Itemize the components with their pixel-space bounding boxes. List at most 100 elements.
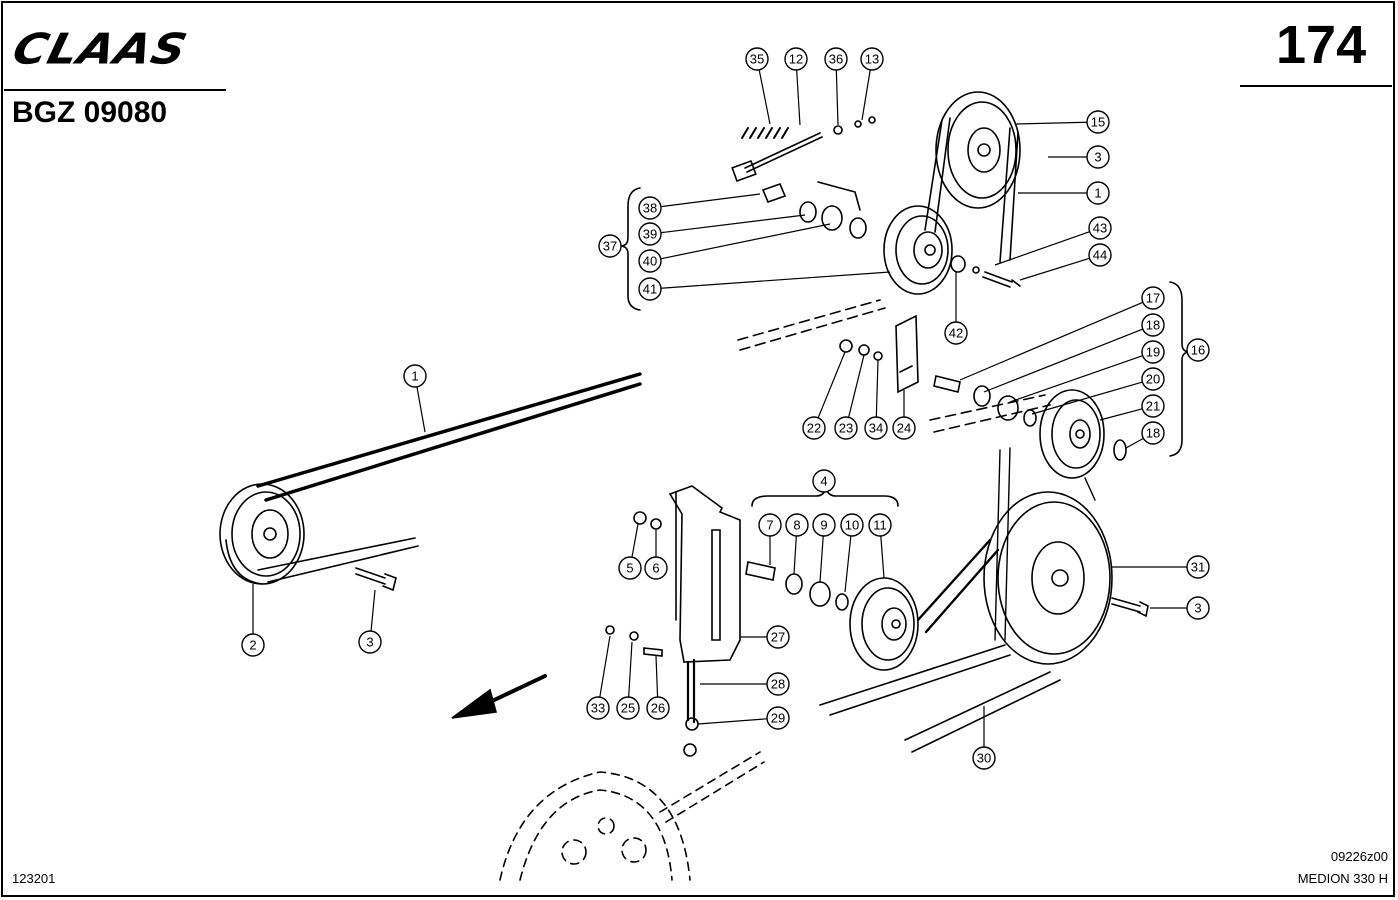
callout-34: 34 <box>864 359 888 440</box>
callout-41: 41 <box>638 271 891 301</box>
callout-leader <box>861 69 871 121</box>
callout-label: 30 <box>977 751 991 766</box>
belt-long-lower <box>257 537 419 583</box>
callout-circle <box>834 416 858 440</box>
callout-31: 31 <box>1112 555 1210 579</box>
pulley-upper <box>935 91 1021 209</box>
callout-circle <box>638 222 662 246</box>
direction-arrow <box>488 674 547 704</box>
callout-circle <box>358 630 382 654</box>
callout-circle <box>766 706 790 730</box>
header-rule-left <box>4 89 226 91</box>
callout-label: 19 <box>1146 345 1160 360</box>
callout-leader <box>1125 437 1144 449</box>
callout-circle <box>745 47 769 71</box>
callout-13: 13 <box>860 47 884 121</box>
callout-label: 42 <box>949 326 963 341</box>
callout-17: 17 <box>959 286 1165 381</box>
callout-circle <box>892 416 916 440</box>
callout-leader <box>1019 257 1090 281</box>
callout-label: 2 <box>249 638 256 653</box>
callout-27: 27 <box>740 625 790 649</box>
callout-circle <box>638 196 662 220</box>
callout-label: 26 <box>651 701 665 716</box>
callout-9: 9 <box>812 513 836 583</box>
callout-circle <box>812 469 836 493</box>
callout-7: 7 <box>758 513 782 565</box>
footer-left-code: 123201 <box>12 871 56 886</box>
callout-circle <box>1141 394 1165 418</box>
callout-43: 43 <box>994 216 1112 266</box>
callout-label: 18 <box>1146 426 1160 441</box>
callout-leader <box>1099 408 1143 421</box>
callout-label: 36 <box>829 52 843 67</box>
callout-28: 28 <box>700 672 790 696</box>
callout-circle <box>1186 555 1210 579</box>
callout-3: 3 <box>1150 596 1210 620</box>
callout-circle <box>812 513 836 537</box>
callout-label: 3 <box>366 635 373 650</box>
callout-circle <box>944 321 968 345</box>
callout-label: 9 <box>820 518 827 533</box>
callout-circle <box>824 47 848 71</box>
callout-15: 15 <box>1014 110 1110 134</box>
callout-leader <box>983 328 1143 393</box>
callout-circle <box>1186 596 1210 620</box>
callout-circle <box>1186 338 1210 362</box>
pulley-middle-right <box>1039 389 1105 479</box>
brace-16 <box>1169 281 1191 457</box>
callout-leader <box>758 69 771 125</box>
callout-leader <box>660 214 806 234</box>
callout-leader <box>1009 355 1143 403</box>
pulley-tensioner-upper <box>883 205 953 295</box>
callout-label: 3 <box>1094 150 1101 165</box>
callout-leader <box>994 231 1090 266</box>
callout-30: 30 <box>972 706 996 770</box>
callout-label: 27 <box>771 630 785 645</box>
callout-11: 11 <box>868 513 892 579</box>
callout-circle <box>1141 421 1165 445</box>
callout-24: 24 <box>892 390 916 440</box>
callout-10: 10 <box>840 513 864 593</box>
callout-leader <box>1031 381 1143 415</box>
callout-5: 5 <box>618 523 642 580</box>
callout-circle <box>1141 367 1165 391</box>
callout-21: 21 <box>1099 394 1165 421</box>
callout-circle <box>1086 145 1110 169</box>
callout-label: 17 <box>1146 291 1160 306</box>
callout-circle <box>802 416 826 440</box>
callout-circle <box>586 696 610 720</box>
callout-label: 1 <box>411 369 418 384</box>
belt-upper <box>924 117 1019 263</box>
callout-16: 16 <box>1186 338 1210 362</box>
callout-2: 2 <box>241 584 265 657</box>
callout-circle <box>784 47 808 71</box>
callout-leader <box>660 271 891 289</box>
callout-1: 1 <box>403 364 427 433</box>
callout-23: 23 <box>834 354 865 440</box>
pulley-lower-left <box>219 483 305 585</box>
callout-leader <box>697 718 768 725</box>
callout-label: 15 <box>1091 115 1105 130</box>
callout-label: 38 <box>643 201 657 216</box>
callout-22: 22 <box>802 351 846 440</box>
spring <box>741 127 789 139</box>
callout-40: 40 <box>638 223 831 273</box>
callout-label: 11 <box>873 518 887 533</box>
callout-39: 39 <box>638 214 806 246</box>
callout-label: 21 <box>1146 399 1160 414</box>
callout-6: 6 <box>644 530 668 580</box>
callout-leader <box>835 69 839 126</box>
bolt-lower-left <box>355 567 397 592</box>
callout-leader <box>848 354 865 418</box>
callout-leader <box>844 535 852 593</box>
callout-circle <box>403 364 427 388</box>
callout-label: 35 <box>750 52 764 67</box>
callout-label: 10 <box>845 518 859 533</box>
callout-leader <box>370 589 376 632</box>
belt-long <box>256 372 642 502</box>
callout-37: 37 <box>598 234 622 258</box>
callout-label: 44 <box>1093 248 1107 263</box>
callout-circle <box>598 234 622 258</box>
